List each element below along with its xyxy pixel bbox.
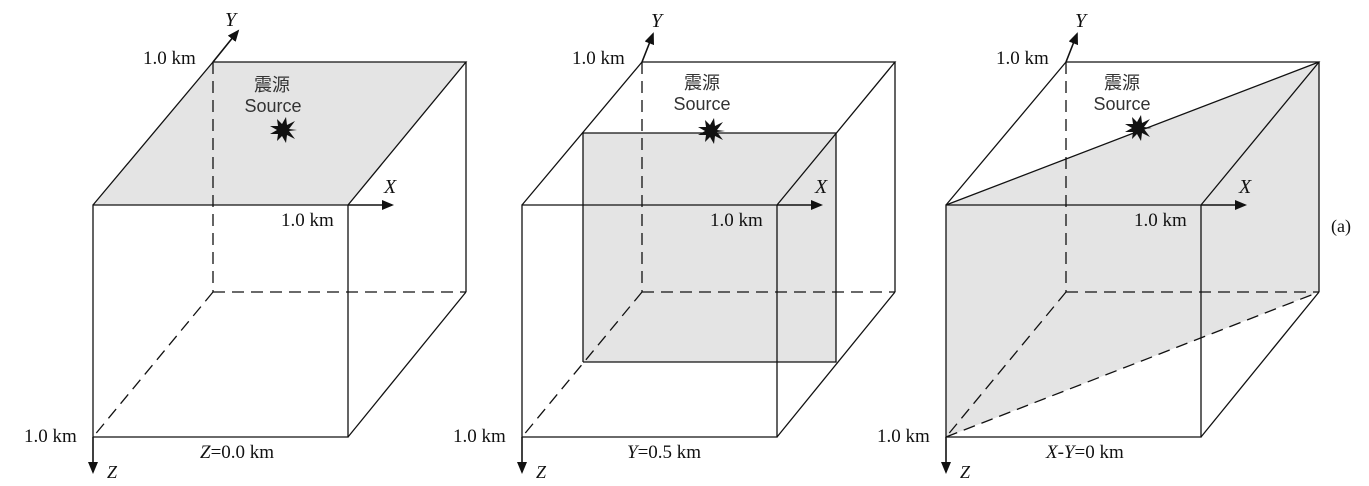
diagonal-plane-edge [945, 61, 1320, 206]
source-label-cn: 震源 [684, 73, 720, 93]
z-axis-label: Z [960, 462, 971, 482]
cube-edge [1200, 291, 1320, 438]
z-axis-label: Z [107, 462, 118, 482]
dim-y-label: 1.0 km [996, 48, 1049, 69]
figure-label: (a) [1331, 216, 1351, 237]
dim-x-label: 1.0 km [281, 210, 334, 231]
cube-edges [92, 61, 468, 438]
slice-caption-var: Z [200, 442, 211, 463]
hidden-diagonal-edge [945, 291, 1320, 438]
dim-z-label: 1.0 km [453, 426, 506, 447]
hidden-edge [92, 291, 214, 438]
panel-1: Y X Z 1.0 km 1.0 km 1.0 km 震源 Source Z=0… [24, 9, 468, 482]
cube-edge [776, 291, 896, 438]
source-label-en: Source [1093, 94, 1150, 114]
y-axis-arrow [641, 32, 654, 63]
x-axis-label: X [383, 176, 397, 198]
slice-plane-diagonal [946, 62, 1319, 437]
dim-y-label: 1.0 km [572, 48, 625, 69]
source-burst-icon [1125, 115, 1152, 141]
slice-caption-value: =0.0 km [211, 442, 275, 463]
slice-caption-value: =0 km [1075, 442, 1124, 463]
source-burst-icon [270, 117, 297, 143]
y-axis-label: Y [1075, 10, 1088, 32]
cube-edges [945, 61, 1321, 438]
z-axis-label: Z [536, 462, 547, 482]
x-axis-label: X [814, 176, 828, 198]
panel-3: Y X Z 1.0 km 1.0 km 1.0 km 震源 Source X-Y… [877, 10, 1321, 482]
slice-caption: X-Y=0 km [1045, 442, 1124, 463]
slice-caption-var: X-Y [1045, 442, 1077, 463]
dim-z-label: 1.0 km [877, 426, 930, 447]
slice-caption: Z=0.0 km [200, 442, 274, 463]
slice-caption-var: Y [627, 442, 640, 463]
slice-caption: Y=0.5 km [627, 442, 701, 463]
cube-edges [521, 61, 897, 438]
source-label-en: Source [244, 96, 301, 116]
hidden-edge [521, 291, 643, 438]
slice-caption-value: =0.5 km [638, 442, 702, 463]
hidden-edge [945, 291, 1067, 438]
source-label-cn: 震源 [254, 75, 290, 95]
source-label-cn: 震源 [1104, 73, 1140, 93]
dim-x-label: 1.0 km [710, 210, 763, 231]
y-axis-label: Y [651, 10, 664, 32]
cube-edge [347, 291, 467, 438]
y-axis-arrow [212, 29, 240, 63]
source-burst-icon [698, 118, 725, 144]
dim-x-label: 1.0 km [1134, 210, 1187, 231]
panel-2: Y X Z 1.0 km 1.0 km 1.0 km 震源 Source Y=0… [453, 10, 897, 482]
x-axis-label: X [1238, 176, 1252, 198]
y-axis-label: Y [225, 9, 238, 31]
slice-plane-y [583, 133, 836, 362]
dim-z-label: 1.0 km [24, 426, 77, 447]
source-label-en: Source [673, 94, 730, 114]
dim-y-label: 1.0 km [143, 48, 196, 69]
y-axis-arrow [1065, 32, 1078, 63]
